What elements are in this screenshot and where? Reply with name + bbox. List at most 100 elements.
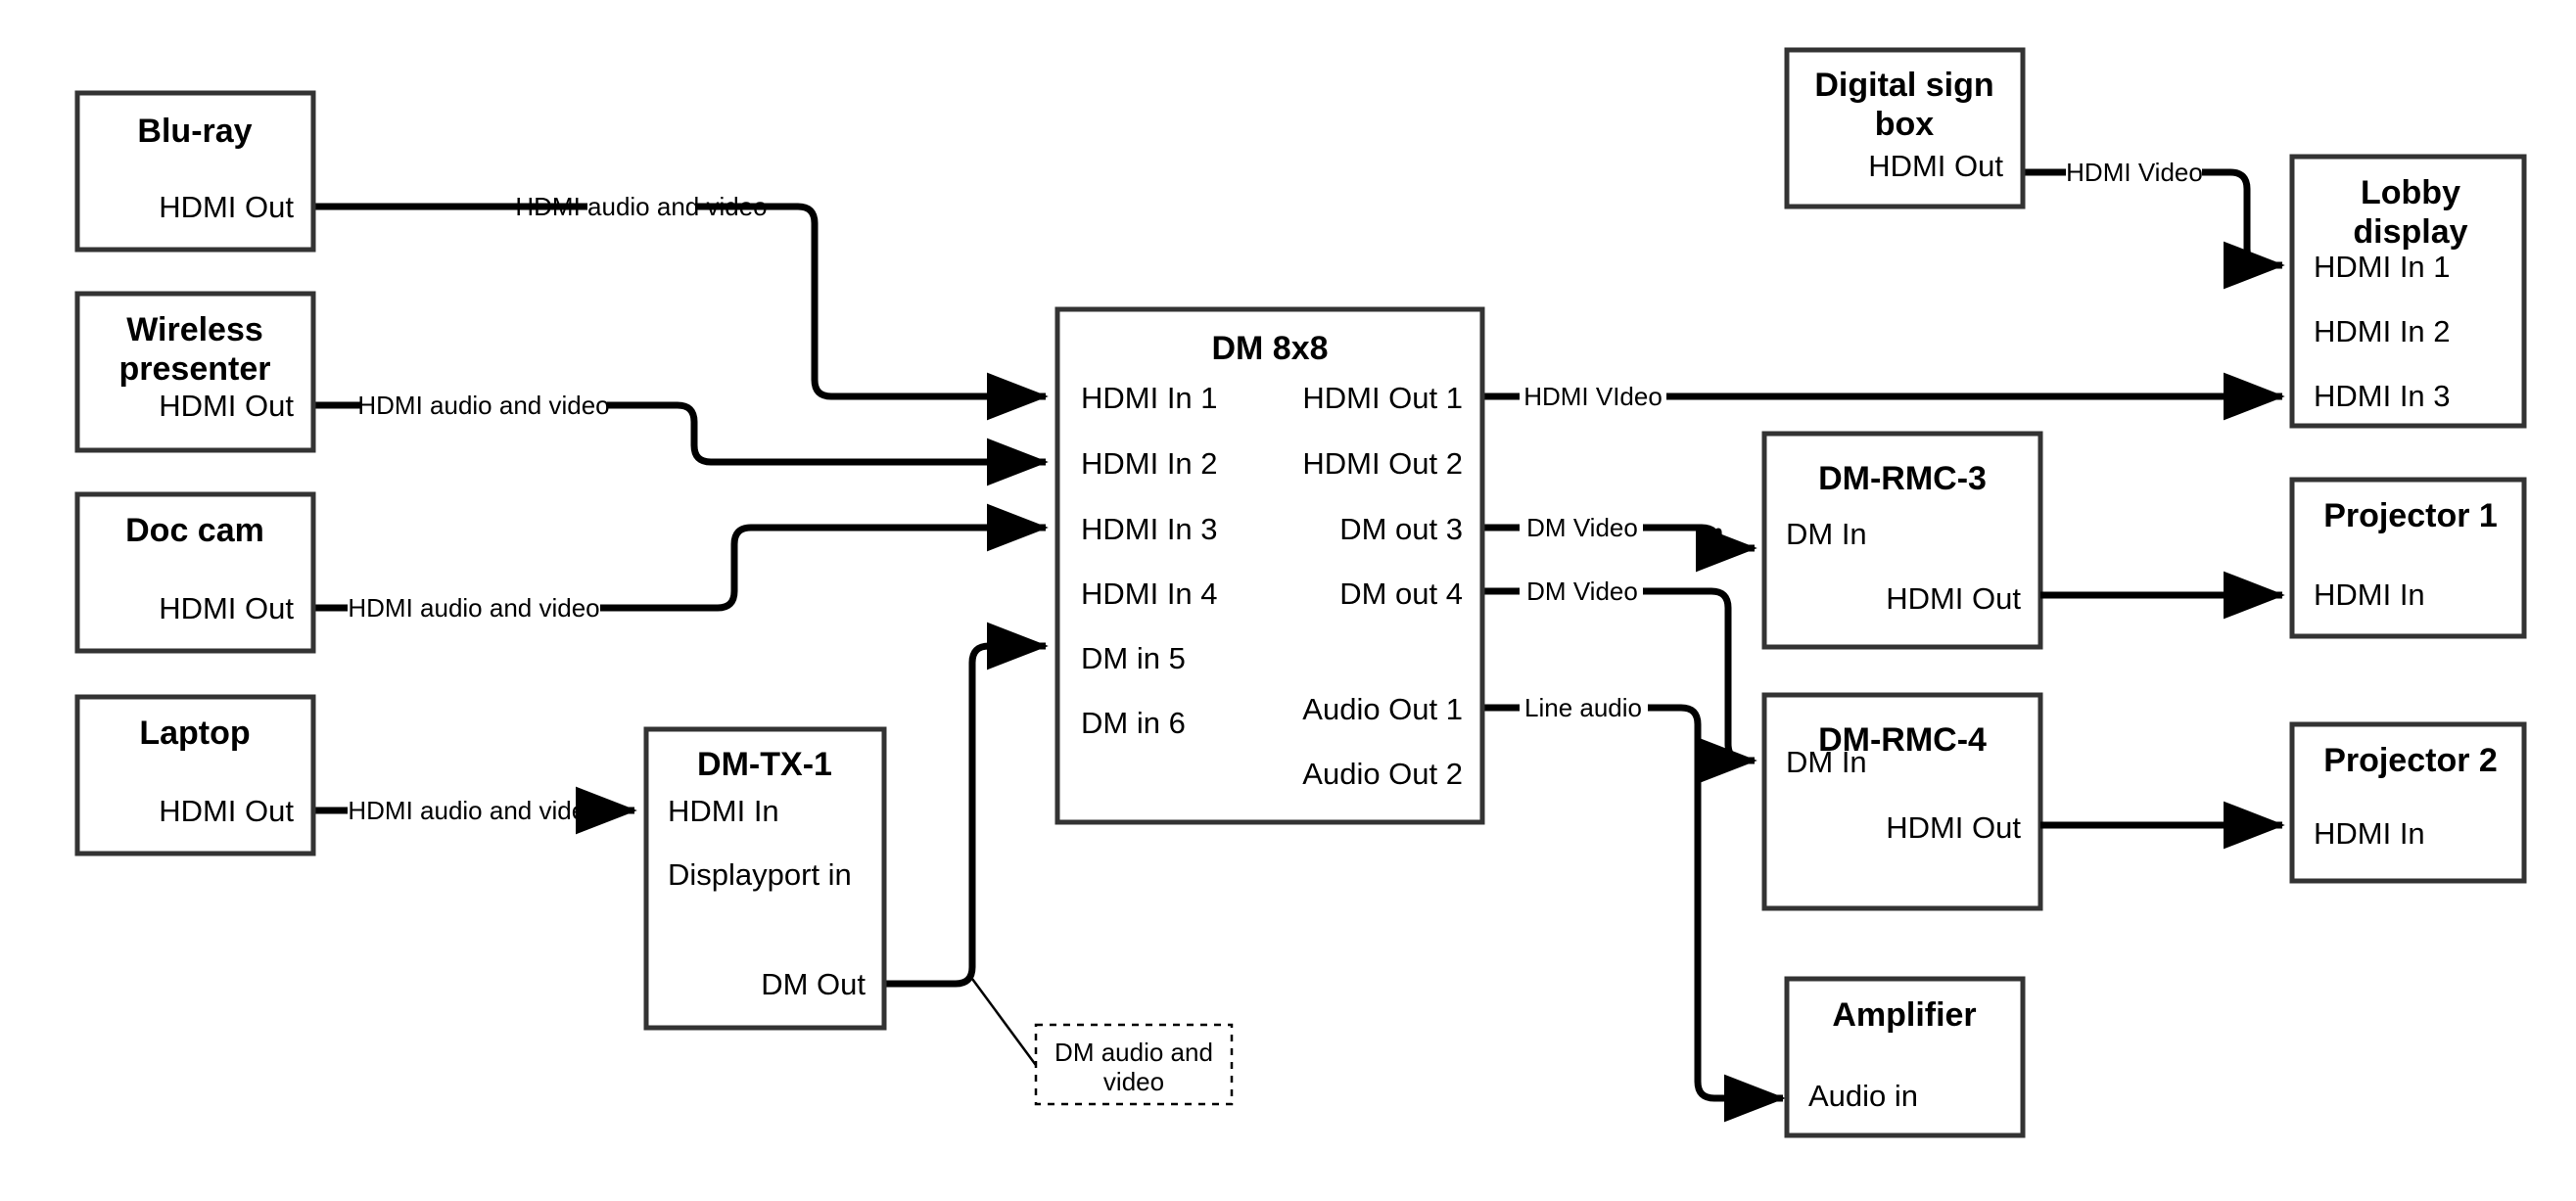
connection-dm8x8-dmout4-to-rmc4: DM Video — [1482, 577, 1757, 785]
port-label-audio-out-1: Audio Out 1 — [1302, 692, 1463, 726]
port-label-hdmi-in-3: HDMI In 3 — [1081, 512, 1218, 546]
note-text-line2: video — [1103, 1067, 1164, 1096]
wire-segment — [884, 622, 1049, 988]
note-text-line1: DM audio and — [1054, 1038, 1213, 1067]
port-label-hdmi-out: HDMI Out — [159, 389, 294, 423]
device-title-amplifier: Amplifier — [1832, 996, 1976, 1034]
port-label-hdmi-out: HDMI Out — [1868, 149, 2003, 183]
connection-dm8x8-audioout1-to-amplifier: Line audio — [1482, 693, 1786, 1123]
device-title-lobby-line1: Lobby — [2361, 174, 2460, 211]
device-amplifier[interactable]: Amplifier Audio in — [1784, 976, 2026, 1138]
connection-dm8x8-dmout3-to-rmc3: DM Video — [1482, 513, 1757, 573]
port-label-hdmi-in-1: HDMI In 1 — [1081, 381, 1218, 415]
port-label-displayport-in: Displayport in — [668, 857, 852, 892]
device-box-outline — [2289, 721, 2527, 884]
connection-signbox-to-lobby-in1: HDMI Video — [2023, 158, 2285, 290]
connection-label-audioout1: Line audio — [1524, 693, 1642, 722]
device-box-outline — [2289, 477, 2527, 639]
device-laptop[interactable]: Laptop HDMI Out — [74, 694, 316, 856]
device-title-signbox-line1: Digital sign — [1814, 67, 1993, 104]
device-box-outline — [1784, 976, 2026, 1138]
device-projector-1[interactable]: Projector 1 HDMI In — [2289, 477, 2527, 639]
device-title-bluray: Blu-ray — [137, 113, 252, 150]
device-title-projector1: Projector 1 — [2323, 497, 2498, 534]
wire-segment — [1648, 704, 1786, 1123]
device-title-signbox-line2: box — [1875, 106, 1935, 143]
device-box-outline — [643, 726, 887, 1031]
connection-label-dmout3: DM Video — [1526, 513, 1638, 542]
port-label-hdmi-in: HDMI In — [2314, 816, 2425, 851]
device-dm-rmc-4[interactable]: DM-RMC-4 DM In HDMI Out — [1761, 692, 2043, 911]
connection-label-doccam: HDMI audio and video — [348, 593, 599, 623]
device-box-outline — [1054, 306, 1485, 825]
port-label-hdmi-out-2: HDMI Out 2 — [1302, 446, 1463, 481]
device-title-laptop: Laptop — [139, 715, 250, 752]
connection-wireless-to-dm8x8-in2: HDMI audio and video — [313, 391, 1049, 486]
device-box-outline — [1761, 431, 2043, 650]
device-title-dmrmc4: DM-RMC-4 — [1818, 721, 1987, 759]
device-title-doccam: Doc cam — [125, 512, 264, 549]
device-box-outline — [74, 491, 316, 654]
port-label-hdmi-out: HDMI Out — [159, 190, 294, 224]
port-label-hdmi-in-3: HDMI In 3 — [2314, 379, 2451, 413]
wire-segment — [600, 503, 1049, 612]
port-label-dm-in: DM In — [1786, 745, 1867, 779]
port-label-hdmi-in-4: HDMI In 4 — [1081, 577, 1218, 611]
device-doc-cam[interactable]: Doc cam HDMI Out — [74, 491, 316, 654]
connection-label-hdmiout1: HDMI VIdeo — [1523, 382, 1663, 411]
device-title-wireless-line2: presenter — [119, 350, 271, 388]
port-label-audio-out-2: Audio Out 2 — [1302, 757, 1463, 791]
note-leader-line — [970, 978, 1043, 1073]
port-label-dm-out: DM Out — [761, 967, 866, 1001]
port-label-dm-out-3: DM out 3 — [1339, 512, 1463, 546]
device-box-outline — [1784, 47, 2026, 209]
port-label-dm-in-6: DM in 6 — [1081, 706, 1186, 740]
device-title-dmtx1: DM-TX-1 — [697, 746, 832, 783]
device-box-outline — [74, 694, 316, 856]
device-dm-tx-1[interactable]: DM-TX-1 HDMI In Displayport in DM Out — [643, 726, 887, 1031]
device-dm-8x8[interactable]: DM 8x8 HDMI In 1 HDMI In 2 HDMI In 3 HDM… — [1054, 306, 1485, 825]
port-label-hdmi-out: HDMI Out — [159, 591, 294, 625]
note-box-outline — [1034, 1023, 1234, 1106]
connection-label-bluray: HDMI audio and video — [515, 192, 767, 221]
port-label-hdmi-out: HDMI Out — [159, 794, 294, 828]
device-title-dmrmc3: DM-RMC-3 — [1818, 460, 1987, 497]
connection-label-wireless: HDMI audio and video — [357, 391, 609, 420]
port-label-dm-in-5: DM in 5 — [1081, 641, 1186, 675]
device-box-outline — [74, 90, 316, 253]
connection-bluray-to-dm8x8-in1: HDMI audio and video — [313, 192, 1049, 421]
connection-label-dmout4: DM Video — [1526, 577, 1638, 606]
port-label-dm-out-4: DM out 4 — [1339, 577, 1463, 611]
port-label-hdmi-out: HDMI Out — [1886, 810, 2021, 845]
device-digital-sign-box[interactable]: Digital sign box HDMI Out — [1784, 47, 2026, 209]
device-wireless-presenter[interactable]: Wireless presenter HDMI Out — [74, 291, 316, 453]
wire-segment — [2202, 168, 2285, 290]
port-label-hdmi-in-1: HDMI In 1 — [2314, 250, 2451, 284]
port-label-audio-in: Audio in — [1808, 1079, 1918, 1113]
port-label-dm-in: DM In — [1786, 517, 1867, 551]
port-label-hdmi-in-2: HDMI In 2 — [1081, 446, 1218, 481]
port-label-hdmi-in: HDMI In — [668, 794, 779, 828]
connection-dmtx1-to-dm8x8-in5 — [884, 622, 1049, 988]
wire-segment — [1643, 524, 1757, 573]
wire-segment — [1643, 587, 1757, 785]
connection-dm8x8-hdmiout1-to-lobby-in3: HDMI VIdeo — [1482, 372, 2285, 421]
device-title-dm8x8: DM 8x8 — [1211, 330, 1328, 367]
port-label-hdmi-out-1: HDMI Out 1 — [1302, 381, 1463, 415]
device-bluray[interactable]: Blu-ray HDMI Out — [74, 90, 316, 253]
annotation-dm-audio-and-video: DM audio and video — [1034, 1023, 1234, 1106]
device-box-outline — [1761, 692, 2043, 911]
wire-segment — [607, 401, 1049, 486]
connection-doccam-to-dm8x8-in3: HDMI audio and video — [313, 503, 1049, 623]
device-title-projector2: Projector 2 — [2323, 742, 2498, 779]
device-box-outline — [2289, 154, 2527, 429]
device-dm-rmc-3[interactable]: DM-RMC-3 DM In HDMI Out — [1761, 431, 2043, 650]
connection-label-signbox: HDMI Video — [2066, 158, 2203, 187]
device-lobby-display[interactable]: Lobby display HDMI In 1 HDMI In 2 HDMI I… — [2289, 154, 2527, 429]
port-label-hdmi-out: HDMI Out — [1886, 581, 2021, 616]
port-label-hdmi-in-2: HDMI In 2 — [2314, 314, 2451, 348]
connection-label-laptop: HDMI audio and video — [348, 796, 599, 825]
device-projector-2[interactable]: Projector 2 HDMI In — [2289, 721, 2527, 884]
